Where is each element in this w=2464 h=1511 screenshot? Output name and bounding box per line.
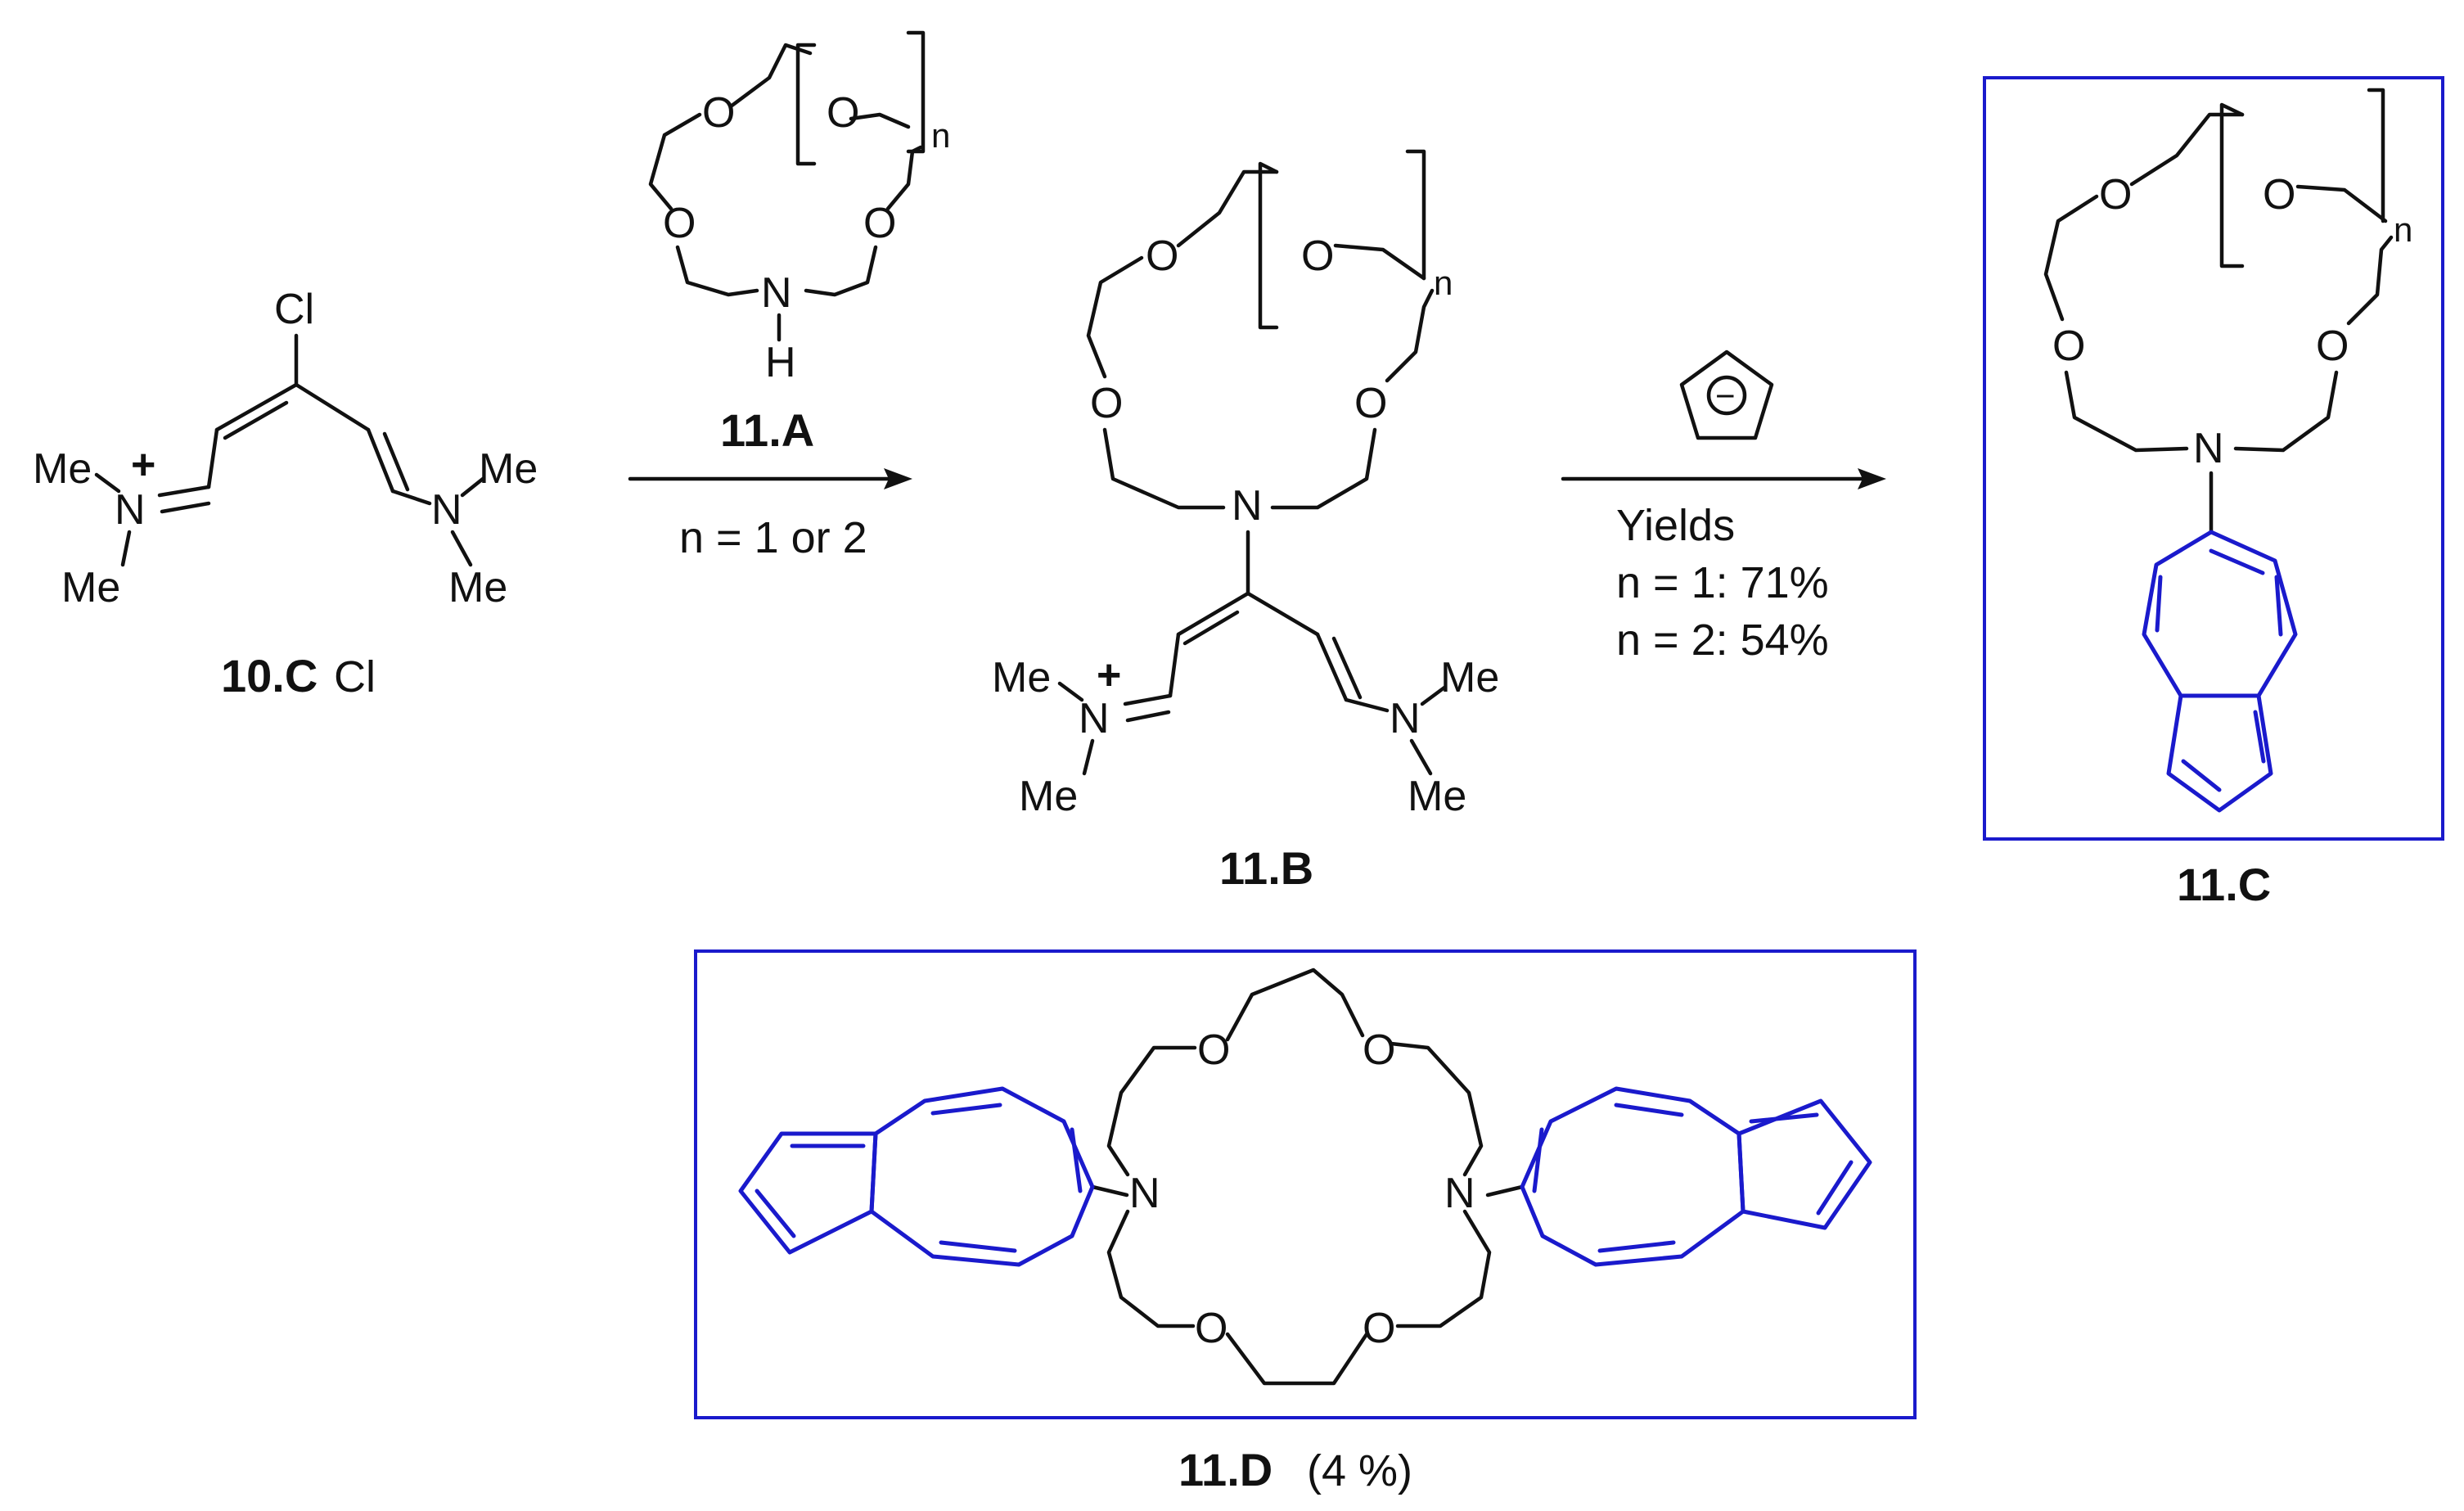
atom-o: O — [1090, 380, 1123, 427]
atom-n: N — [2193, 425, 2224, 472]
atom-me: Me — [448, 564, 507, 611]
label-10-cl: Cl — [334, 652, 376, 701]
atom-o: O — [1301, 232, 1334, 280]
label-11b: 11.B — [1219, 842, 1313, 894]
atom-o: O — [1363, 1026, 1395, 1074]
atom-o: O — [2316, 322, 2349, 370]
atom-n-left: N — [1079, 695, 1110, 742]
atom-o: O — [702, 89, 735, 137]
label-11a: 11.A — [720, 404, 814, 456]
atom-n: N — [1232, 482, 1263, 530]
atom-me: Me — [1408, 773, 1466, 820]
atom-n-left: N — [115, 486, 146, 534]
right-azulene-seven-ring — [1520, 1086, 1746, 1267]
atom-o: O — [1197, 1026, 1230, 1074]
azulene-five-ring — [2166, 693, 2273, 813]
atom-me: Me — [1019, 773, 1078, 820]
label-11d-yield: (4 %) — [1307, 1446, 1412, 1495]
yield-n1: n = 1: 71% — [1616, 558, 1829, 607]
subscript-n: n — [931, 116, 950, 155]
atom-n: N — [761, 269, 792, 317]
arrow1-condition: n = 1 or 2 — [679, 513, 867, 562]
atom-n-right: N — [431, 486, 462, 534]
compound-11a: O O O O N H n 11.A — [648, 30, 950, 456]
atom-n: N — [1444, 1170, 1475, 1217]
atom-me: Me — [992, 654, 1051, 701]
left-azulene-seven-ring — [869, 1086, 1095, 1267]
atom-o: O — [2052, 322, 2085, 370]
atom-me: Me — [479, 445, 538, 493]
left-azulene-five-ring — [738, 1131, 878, 1255]
highlight-box-11c — [1983, 76, 2444, 841]
atom-cl: Cl — [274, 286, 314, 333]
compound-10-ccl: Cl N + Me Me N Me Me 10.C Cl — [33, 286, 538, 701]
atom-o: O — [2263, 171, 2295, 219]
label-11c: 11.C — [2177, 859, 2271, 910]
atom-me: Me — [61, 564, 120, 611]
arrow2-condition-title: Yields — [1616, 501, 1735, 550]
atom-o: O — [1146, 232, 1178, 280]
reaction-arrow-2: − Yields n = 1: 71% n = 2: 54% — [1561, 350, 1886, 665]
atom-o: O — [1354, 380, 1387, 427]
charge-plus: + — [131, 441, 155, 489]
atom-h: H — [765, 339, 796, 386]
highlight-box-11d — [694, 949, 1917, 1419]
anion-charge: − — [1715, 377, 1736, 415]
yield-n2: n = 2: 54% — [1616, 616, 1829, 665]
label-10-c: 10.C — [221, 650, 318, 701]
reaction-arrow-1: n = 1 or 2 — [628, 468, 912, 562]
subscript-n: n — [1434, 264, 1453, 302]
atom-n-right: N — [1390, 695, 1421, 742]
atom-o: O — [1195, 1305, 1227, 1352]
right-azulene-five-ring — [1737, 1098, 1872, 1230]
subscript-n: n — [2394, 210, 2412, 249]
atom-o: O — [2099, 171, 2132, 219]
label-11d: 11.D — [1178, 1444, 1273, 1495]
atom-me: Me — [33, 445, 92, 493]
compound-11d: O O N N O O 11.D (4 %) — [694, 949, 1917, 1495]
atom-n: N — [1129, 1170, 1160, 1217]
compound-11b: O O O O N n N + Me Me N Me Me 11. — [992, 149, 1499, 894]
atom-o: O — [827, 89, 859, 137]
atom-me: Me — [1440, 654, 1499, 701]
charge-plus: + — [1097, 652, 1121, 699]
compound-11c: O O O O N n 11.C — [1983, 76, 2444, 910]
atom-o: O — [1363, 1305, 1395, 1352]
